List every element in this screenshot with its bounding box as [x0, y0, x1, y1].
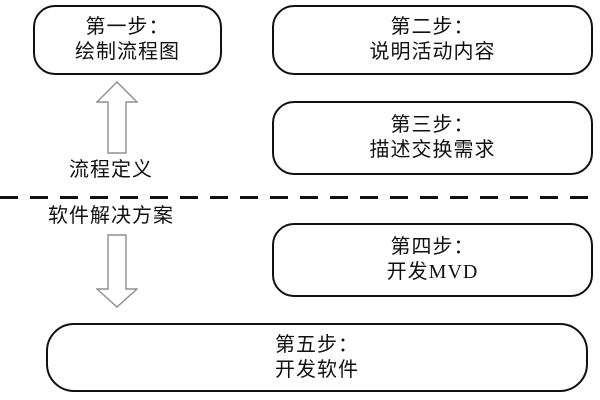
step5-desc: 开发软件 — [275, 358, 359, 381]
region-label-process-definition: 流程定义 — [69, 159, 153, 181]
step4-title: 第四步： — [390, 236, 475, 258]
step3-title: 第三步： — [390, 114, 475, 136]
step3-box: 第三步： 描述交换需求 — [272, 101, 593, 175]
step2-box: 第二步： 说明活动内容 — [272, 5, 593, 75]
down-arrow-icon — [96, 234, 138, 308]
step4-box: 第四步： 开发MVD — [272, 223, 593, 297]
step3-desc: 描述交换需求 — [369, 139, 496, 161]
region-label-software-solution: 软件解决方案 — [48, 205, 174, 227]
dashed-divider-line — [0, 196, 600, 199]
step4-desc: 开发MVD — [386, 261, 479, 283]
step2-desc: 说明活动内容 — [369, 41, 496, 63]
step5-title: 第五步： — [275, 333, 359, 356]
step1-title: 第一步： — [85, 16, 170, 38]
up-arrow-icon — [96, 81, 138, 154]
step1-desc: 绘制流程图 — [75, 41, 180, 63]
step5-box: 第五步： 开发软件 — [46, 323, 588, 392]
step2-title: 第二步： — [390, 16, 475, 38]
step1-box: 第一步： 绘制流程图 — [33, 5, 222, 75]
